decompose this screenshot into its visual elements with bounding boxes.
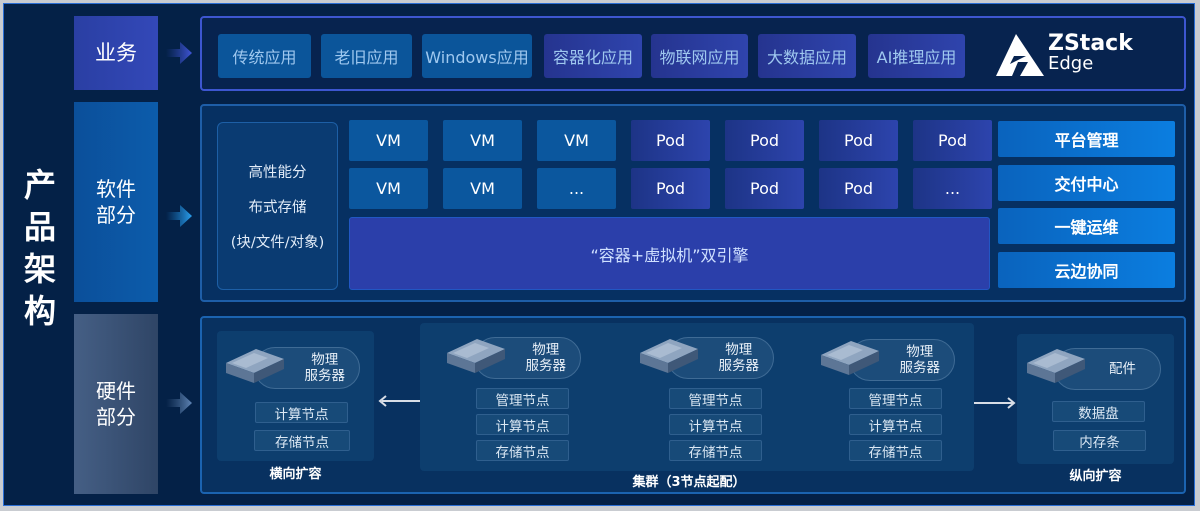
compute-node: 计算节点 [849,414,942,435]
management-node: 管理节点 [669,388,762,409]
compute-node: 计算节点 [476,414,569,435]
server-label-line1: 物理 [311,352,339,368]
one-click-ops: 一键运维 [998,208,1175,244]
logo-product: Edge [1048,53,1094,74]
storage-node: 存储节点 [669,440,762,461]
pod-cell: Pod [819,120,898,161]
server-icon [640,339,698,373]
server-label-line1: 物理 [725,342,753,358]
server-label-line1: 物理 [532,342,560,358]
server-label-line2: 服务器 [718,358,760,374]
row-label-software-line2: 部分 [96,203,136,227]
memory-stick: 内存条 [1053,430,1146,451]
cluster-caption: 集群（3节点起配） [632,475,746,490]
compute-node: 计算节点 [255,402,348,423]
arrow-right-icon [974,397,1016,409]
delivery-center: 交付中心 [998,165,1175,201]
row-label-software: 软件部分 [74,102,158,302]
server-label-line2: 服务器 [525,358,567,374]
row-label-business: 业务 [74,16,158,90]
app-iot: 物联网应用 [651,34,748,78]
storage-line3: (块/文件/对象) [230,234,325,251]
app-legacy: 老旧应用 [321,34,412,78]
arrow-left-icon [378,395,422,407]
app-traditional: 传统应用 [218,34,311,78]
pod-cell: ... [913,168,992,209]
vertical-scale-caption: 纵向扩容 [1069,469,1122,484]
horizontal-scale-caption: 横向扩容 [269,467,322,482]
zstack-edge-logo: ZStack Edge [996,32,1146,78]
vm-cell: ... [537,168,616,209]
zstack-logo-icon [996,34,1044,76]
pod-cell: Pod [631,168,710,209]
vm-cell: VM [443,120,522,161]
server-label-line2: 服务器 [304,368,346,384]
arrow-right-icon [166,392,192,414]
app-containerized: 容器化应用 [544,34,642,78]
compute-node: 计算节点 [669,414,762,435]
management-node: 管理节点 [476,388,569,409]
vm-cell: VM [537,120,616,161]
vm-cell: VM [443,168,522,209]
cloud-edge-collab: 云边协同 [998,252,1175,288]
pod-cell: Pod [913,120,992,161]
row-label-hardware-line1: 硬件 [96,379,136,403]
pod-cell: Pod [725,168,804,209]
server-icon [821,341,879,375]
server-icon [447,339,505,373]
app-ai-inference: AI推理应用 [868,34,965,78]
storage-line2: 布式存储 [248,199,307,216]
row-label-hardware-line2: 部分 [96,405,136,429]
logo-brand: ZStack [1048,31,1133,56]
workload-row-2: VM VM ... Pod Pod Pod ... [349,168,992,209]
vm-cell: VM [349,120,428,161]
storage-line1: 高性能分 [248,164,307,181]
arrow-right-icon [166,42,192,64]
vm-cell: VM [349,168,428,209]
row-label-hardware: 硬件部分 [74,314,158,494]
row-label-software-line1: 软件 [96,177,136,201]
management-node: 管理节点 [849,388,942,409]
pod-cell: Pod [631,120,710,161]
storage-node: 存储节点 [476,440,569,461]
storage-node: 存储节点 [849,440,942,461]
distributed-storage-block: 高性能分 布式存储 (块/文件/对象) [217,122,338,290]
app-bigdata: 大数据应用 [758,34,856,78]
architecture-diagram: 产品架构 业务 软件部分 硬件部分 传统应用 老旧应用 Windows应用 容器… [3,3,1195,506]
data-disk: 数据盘 [1052,401,1145,422]
arrow-right-icon [166,205,192,227]
server-icon [226,349,284,383]
pod-cell: Pod [819,168,898,209]
dual-engine-block: “容器+虚拟机”双引擎 [349,217,990,290]
main-title: 产品架构 [23,166,56,330]
workload-row-1: VM VM VM Pod Pod Pod Pod [349,120,992,161]
pod-cell: Pod [725,120,804,161]
storage-node: 存储节点 [254,430,350,451]
server-label-line1: 物理 [906,344,934,360]
server-label-line2: 服务器 [899,360,941,376]
server-icon [1027,349,1085,383]
platform-management: 平台管理 [998,121,1175,157]
app-windows: Windows应用 [422,34,532,78]
